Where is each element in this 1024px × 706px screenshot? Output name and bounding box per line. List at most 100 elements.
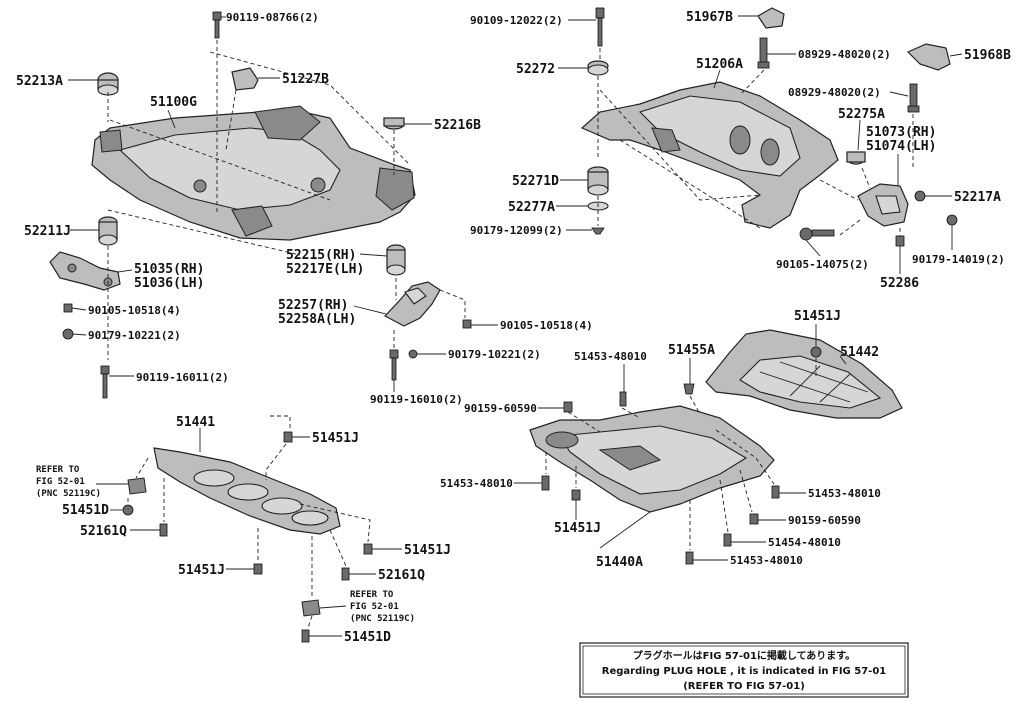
label-51100G: 51100G — [150, 95, 197, 110]
label-52217E: 52217E(LH) — [286, 262, 364, 277]
label-52271D: 52271D — [512, 174, 559, 189]
plug-hole-note: プラグホールはFIG 57-01に掲載してあります。 Regarding PLU… — [579, 642, 909, 698]
bracket-52257 — [384, 281, 441, 327]
label-90119-16010: 90119-16010(2) — [370, 393, 463, 406]
label-refer-2b: FIG 52-01 — [350, 602, 399, 612]
label-51451J-b: 51451J — [312, 431, 359, 446]
label-52215: 52215(RH) — [286, 248, 356, 263]
bolt-51453-48010-b — [541, 475, 550, 491]
bolt-90105-10518-b — [462, 319, 472, 329]
label-90119-08766: 90119-08766(2) — [226, 11, 319, 24]
label-52277A: 52277A — [508, 200, 555, 215]
label-51451D-b: 51451D — [344, 630, 391, 645]
label-51441: 51441 — [176, 415, 215, 430]
label-52275A: 52275A — [838, 107, 885, 122]
label-51453-48010-b: 51453-48010 — [440, 477, 513, 490]
label-refer-1b: FIG 52-01 — [36, 477, 85, 487]
clip-52119C-b — [301, 599, 321, 617]
label-90109-12022: 90109-12022(2) — [470, 14, 563, 27]
label-52161Q-b: 52161Q — [378, 568, 425, 583]
label-90179-10221-b: 90179-10221(2) — [448, 348, 541, 361]
bolt-90159-60590-b — [749, 513, 759, 525]
label-51073: 51073(RH) — [866, 125, 936, 140]
bolt-51451J-d — [253, 563, 263, 575]
cover-51441 — [153, 447, 341, 535]
bolt-51454-48010 — [723, 533, 732, 547]
note-line-2: Regarding PLUG HOLE , it is indicated in… — [602, 666, 887, 677]
nut-90179-10221-b — [408, 349, 418, 359]
bolt-90109-12022 — [595, 7, 605, 47]
bolt-51453-48010-d — [685, 551, 694, 565]
bolt-51451D-b — [301, 629, 310, 643]
label-90105-10518-b: 90105-10518(4) — [500, 319, 593, 332]
label-51227B: 51227B — [282, 72, 329, 87]
bolt-51455A — [683, 383, 695, 395]
brace-51035 — [49, 251, 121, 291]
label-90179-10221-a: 90179-10221(2) — [88, 329, 181, 342]
label-51968B: 51968B — [964, 48, 1011, 63]
label-51451D-a: 51451D — [62, 503, 109, 518]
bolt-90119-16010 — [389, 349, 399, 381]
label-52216B: 52216B — [434, 118, 481, 133]
label-refer-1c: (PNC 52119C) — [36, 489, 101, 499]
label-90179-14019: 90179-14019(2) — [912, 253, 1005, 266]
label-51967B: 51967B — [686, 10, 733, 25]
bolt-90159-60590-a — [563, 401, 573, 413]
note-line-1: プラグホールはFIG 57-01に掲載してあります。 — [633, 649, 856, 662]
bolt-90119-16011 — [100, 365, 110, 399]
bushing-52271D — [587, 166, 609, 196]
bolt-52286 — [895, 235, 905, 247]
bolt-51451J-b — [283, 431, 293, 443]
bolt-51451J-c — [363, 543, 373, 555]
label-51074: 51074(LH) — [866, 139, 936, 154]
label-51206A: 51206A — [696, 57, 743, 72]
label-08929-48020-b: 08929-48020(2) — [788, 86, 881, 99]
bolt-52161Q-a — [159, 523, 168, 537]
label-51451J-a: 51451J — [794, 309, 841, 324]
nut-90179-12099 — [591, 227, 605, 235]
cover-51442 — [705, 329, 903, 419]
label-51442: 51442 — [840, 345, 879, 360]
bushing-52272 — [587, 60, 609, 76]
bracket-51227B — [231, 67, 259, 91]
bolt-51451J-e — [571, 489, 581, 501]
bushing-52215 — [386, 244, 406, 276]
bolt-52217A — [914, 190, 926, 202]
nut-90179-10221-a — [62, 328, 74, 340]
label-08929-48020-a: 08929-48020(2) — [798, 48, 891, 61]
bracket-51968B — [906, 43, 951, 71]
bolt-51453-48010-a — [619, 391, 627, 407]
label-51453-48010-c: 51453-48010 — [808, 487, 881, 500]
label-51455A: 51455A — [668, 343, 715, 358]
bolt-51453-48010-c — [771, 485, 780, 499]
label-52257: 52257(RH) — [278, 298, 348, 313]
label-90119-16011: 90119-16011(2) — [136, 371, 229, 384]
bolt-90105-14075 — [799, 227, 835, 241]
label-51036: 51036(LH) — [134, 276, 204, 291]
label-90105-14075: 90105-14075(2) — [776, 258, 869, 271]
label-52161Q-a: 52161Q — [80, 524, 127, 539]
label-51451J-e: 51451J — [554, 521, 601, 536]
bushing-52213A — [97, 72, 119, 96]
bolt-90105-10518-a — [63, 303, 73, 313]
crossmember-51100G — [91, 105, 416, 241]
note-line-3: (REFER TO FIG 57-01) — [683, 681, 805, 692]
bracket-51073 — [857, 183, 909, 227]
label-51451J-c: 51451J — [404, 543, 451, 558]
bolt-52161Q-b — [341, 567, 350, 581]
label-90105-10518-a: 90105-10518(4) — [88, 304, 181, 317]
label-90179-12099: 90179-12099(2) — [470, 224, 563, 237]
label-90159-60590-b: 90159-60590 — [788, 514, 861, 527]
label-51453-48010-d: 51453-48010 — [730, 554, 803, 567]
bolt-08929-48020-a — [757, 37, 770, 69]
label-51440A: 51440A — [596, 555, 643, 570]
label-51035: 51035(RH) — [134, 262, 204, 277]
label-52258A: 52258A(LH) — [278, 312, 356, 327]
label-51453-48010-a: 51453-48010 — [574, 350, 647, 363]
label-90159-60590-a: 90159-60590 — [464, 402, 537, 415]
subframe-51206A — [580, 81, 839, 229]
nut-90179-14019 — [946, 214, 958, 226]
label-52272: 52272 — [516, 62, 555, 77]
cover-51440A — [529, 405, 775, 513]
